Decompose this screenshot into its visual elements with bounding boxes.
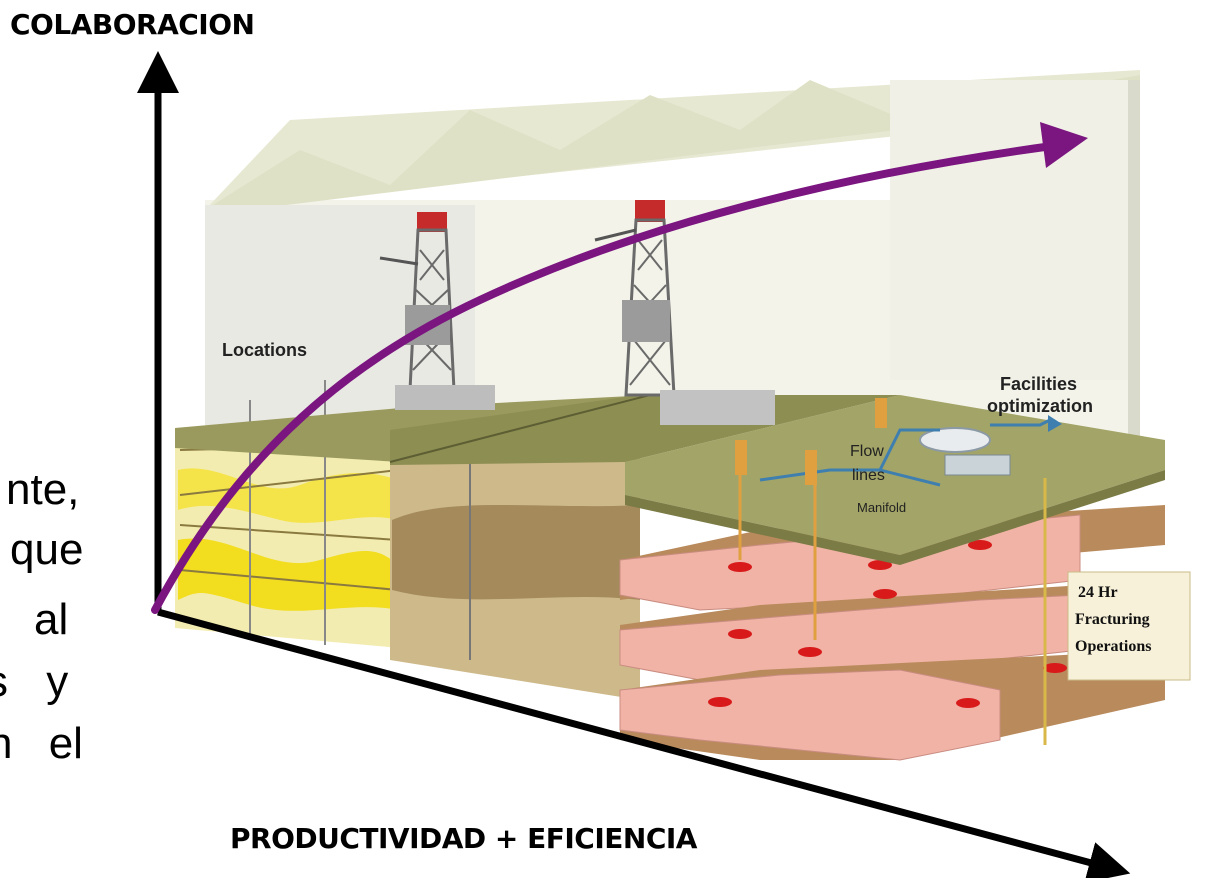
flow-lines-label-line2: lines [852,467,885,484]
x-axis-arrow [157,608,1131,883]
fracturing-label-line2: Fracturing [1075,611,1150,628]
cropped-text-line-3: al [34,595,69,644]
surface-facilities [735,398,1062,640]
earth-block [390,428,640,700]
facility-building [205,70,1140,440]
seismic-block [175,380,400,648]
x-axis-title: PRODUCTIVIDAD + EFICIENCIA [230,822,697,855]
flow-lines-label-line1: Flow [850,443,884,460]
facilities-label-line2: optimization [987,396,1093,416]
fracturing-bracket [1043,478,1191,745]
growth-curve [151,142,1056,614]
cropped-text-line-2: que [10,525,84,574]
manifold-label: Manifold [857,500,906,515]
cropped-text-line-1: nte, [6,465,80,514]
cropped-text-line-5: n el [0,719,83,768]
locations-label: Locations [222,340,307,360]
drilling-rig-right [594,200,775,425]
fracturing-label-line1: 24 Hr [1078,584,1118,601]
facilities-label-line1: Facilities [1000,374,1077,394]
y-axis-title: COLABORACION [10,8,255,41]
fracturing-label-line3: Operations [1075,638,1151,655]
growth-curve-arrowhead [1040,122,1088,168]
cropped-text-line-4: s y [0,657,69,706]
